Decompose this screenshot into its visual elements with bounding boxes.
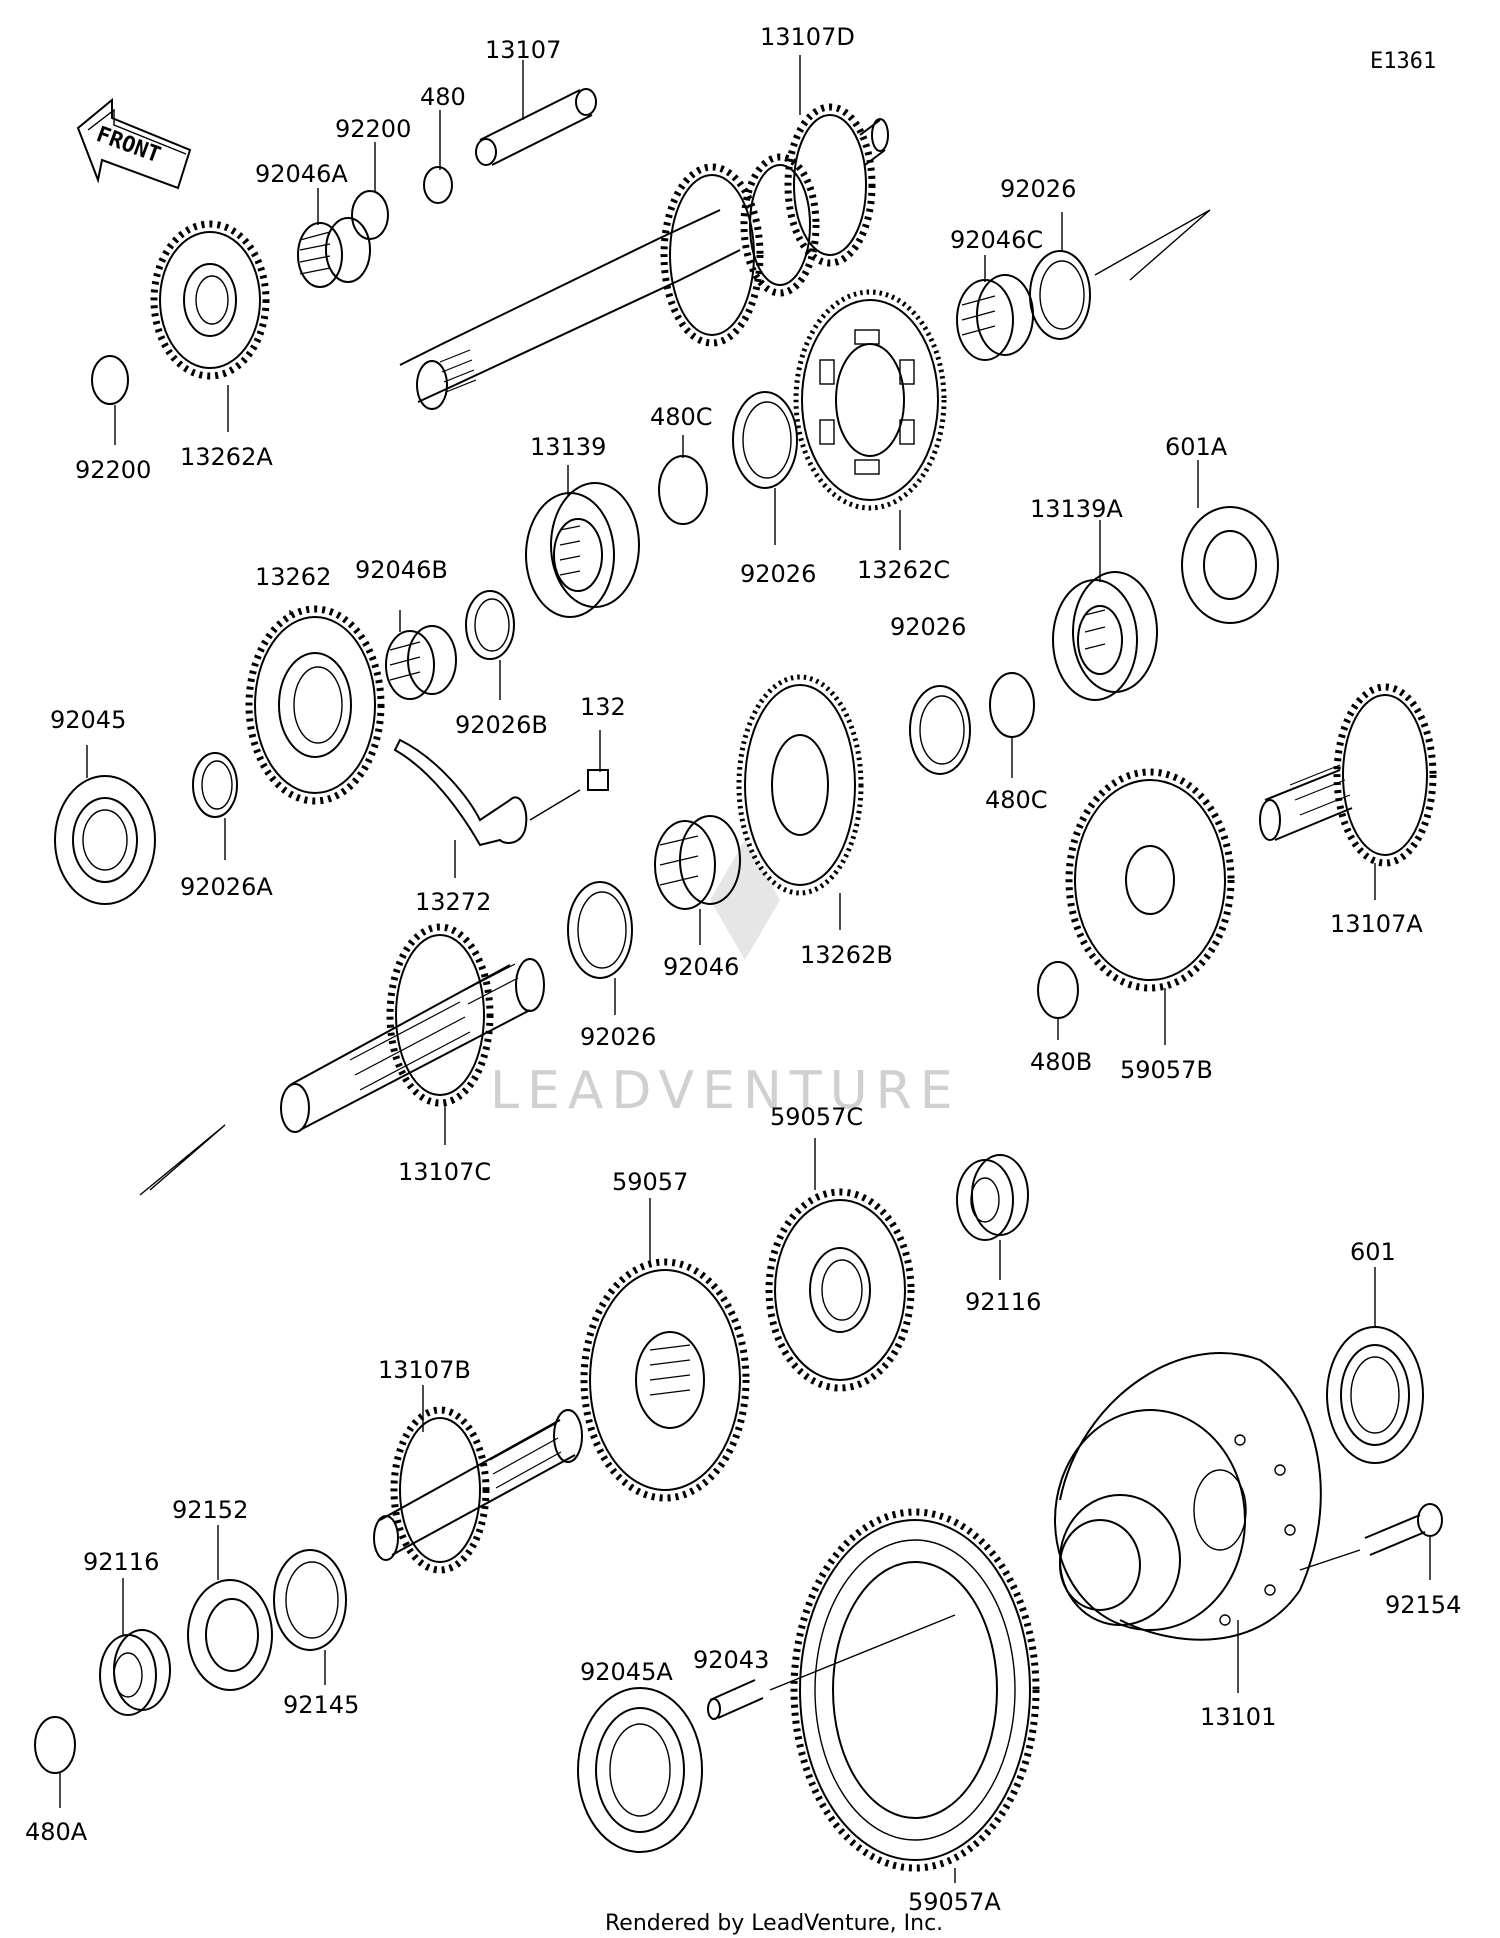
part-label: 92200 [335, 115, 411, 143]
needle-bearing-92046 [654, 815, 741, 910]
part-label: 13107C [398, 1158, 491, 1186]
part-label: 59057C [770, 1103, 863, 1131]
front-arrow-icon: FRONT [76, 97, 192, 190]
washer-92026A [192, 752, 238, 818]
bolt-132 [529, 769, 609, 821]
shaft-13107A [1259, 683, 1437, 867]
part-label: 601 [1350, 1238, 1396, 1266]
gear-13262 [245, 605, 385, 805]
part-label: 92046B [355, 556, 448, 584]
bearing-601 [1326, 1326, 1424, 1464]
part-label: 59057B [1120, 1056, 1213, 1084]
part-label: 92152 [172, 1496, 248, 1524]
washer-92200-b [91, 355, 129, 405]
part-label: 92116 [965, 1288, 1041, 1316]
part-label: 92046C [950, 226, 1043, 254]
leader-lines [59, 55, 1431, 1883]
part-label: 480C [650, 403, 713, 431]
part-label: 92116 [83, 1548, 159, 1576]
part-label: 13107D [760, 23, 855, 51]
gear-59057B [1065, 768, 1235, 992]
part-label: 480 [420, 83, 466, 111]
part-label: 13272 [415, 888, 491, 916]
diagram-ref: E1361 [1370, 49, 1436, 74]
gear-59057 [580, 1258, 750, 1502]
part-label: 59057 [612, 1168, 688, 1196]
gear-59057C [765, 1188, 915, 1392]
bearing-92116-b [99, 1629, 171, 1716]
part-label: 480C [985, 786, 1048, 814]
gear-13262A [150, 220, 270, 380]
washer-92026-mid [732, 391, 798, 489]
part-label: 13139 [530, 433, 606, 461]
part-label: 92200 [75, 456, 151, 484]
part-label: 92045A [580, 1658, 673, 1686]
part-label: 92046 [663, 953, 739, 981]
part-label: 480B [1030, 1048, 1092, 1076]
needle-bearing-92046A [297, 217, 371, 288]
part-label: 13107A [1330, 910, 1423, 938]
bearing-92116-a [956, 1154, 1029, 1241]
part-label: 13262C [857, 556, 950, 584]
circlip-480B [1037, 961, 1079, 1019]
washer-92200-a [351, 190, 389, 240]
part-label: 59057A [908, 1888, 1001, 1916]
part-label: 13262A [180, 443, 273, 471]
ring-gear-59057A [790, 1508, 1040, 1872]
part-label: 92026B [455, 711, 548, 739]
needle-bearing-92046B [385, 625, 457, 700]
pin-92043 [707, 1614, 956, 1720]
hub-13139A [1052, 571, 1158, 701]
part-label: 92045 [50, 706, 126, 734]
bearing-92045A [577, 1687, 703, 1853]
washer-601A [1181, 506, 1279, 624]
part-label: 132 [580, 693, 626, 721]
part-label: 13139A [1030, 495, 1123, 523]
bolt-92154 [1299, 1503, 1443, 1571]
circlip-480A [34, 1716, 76, 1774]
part-label: 92046A [255, 160, 348, 188]
part-label: 13107B [378, 1356, 471, 1384]
washer-92026-top [1029, 250, 1091, 340]
circlip-480C-a [658, 455, 708, 525]
ring-480 [423, 166, 453, 204]
part-label: 92026 [1000, 175, 1076, 203]
needle-bearing-92046C [956, 274, 1034, 361]
part-label: 13262 [255, 563, 331, 591]
part-label: 92026 [740, 560, 816, 588]
footer-credit: Rendered by LeadVenture, Inc. [605, 1911, 943, 1936]
shaft-13107C [139, 923, 545, 1196]
watermark-text: LEADVENTURE [490, 1061, 961, 1121]
washer-92026-bottom [567, 881, 633, 979]
part-label: 92026 [580, 1023, 656, 1051]
part-label: 480A [25, 1818, 88, 1846]
part-label: 92026 [890, 613, 966, 641]
part-label: 601A [1165, 433, 1228, 461]
leader-line-top-right [1094, 209, 1211, 281]
plate-13272 [393, 738, 528, 847]
input-shaft-13107D [399, 103, 889, 410]
part-label: 13101 [1200, 1703, 1276, 1731]
part-label: 92026A [180, 873, 273, 901]
part-label: 92043 [693, 1646, 769, 1674]
washer-92145 [273, 1549, 347, 1651]
circlip-480C-b [989, 672, 1035, 738]
gear-13262C [793, 289, 947, 511]
part-label: 13262B [800, 941, 893, 969]
shaft-13107B [373, 1406, 583, 1574]
differential-13101 [1054, 1352, 1322, 1641]
part-label: 13107 [485, 36, 561, 64]
gear-13262B [736, 674, 864, 896]
part-label: 92145 [283, 1691, 359, 1719]
washer-92026B [465, 590, 515, 660]
washer-92026-lower [909, 685, 971, 775]
pin-13107 [475, 88, 597, 166]
leadventure-watermark: LEADVENTURE [490, 840, 961, 1121]
bearing-92045 [54, 775, 156, 905]
part-labels: 13107 13107D 480 92200 92046A 92026 9204… [25, 23, 1461, 1916]
washer-92152 [187, 1579, 273, 1691]
hub-13139 [525, 482, 640, 618]
part-label: 92154 [1385, 1591, 1461, 1619]
